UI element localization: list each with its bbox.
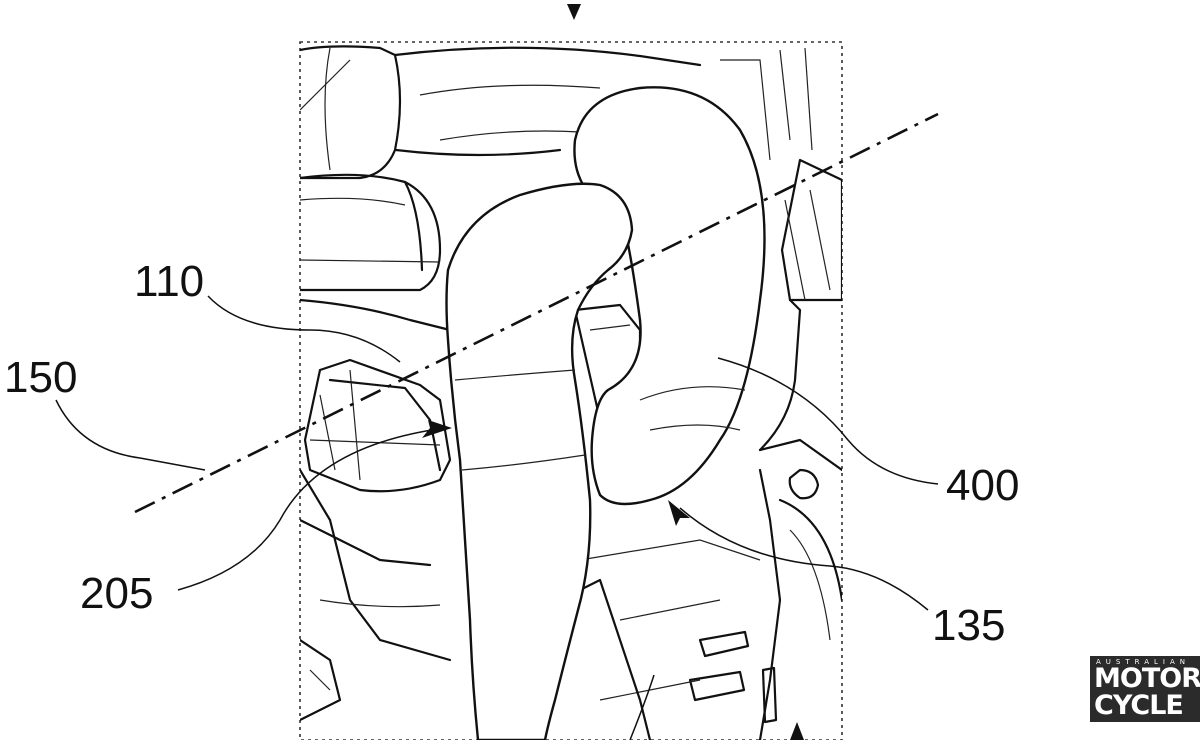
label-400: 400 xyxy=(946,461,1019,510)
axis-150-line xyxy=(134,112,939,514)
leader-bottom xyxy=(629,674,655,740)
label-135: 135 xyxy=(932,601,1005,650)
leader-110 xyxy=(207,295,401,363)
leader-150 xyxy=(55,399,206,471)
leader-135 xyxy=(679,507,929,611)
view-arrow-bottom-icon xyxy=(790,722,804,740)
label-205: 205 xyxy=(80,569,153,618)
leader-400 xyxy=(717,357,939,485)
leader-205 xyxy=(177,427,446,591)
arrow-135-icon xyxy=(668,500,690,526)
detail-frame xyxy=(299,41,843,740)
watermark-country: AUSTRALIAN xyxy=(1096,658,1190,666)
pad-400-shape xyxy=(573,86,766,506)
watermark-word1: MOTOR xyxy=(1094,663,1200,694)
watermark-logo: AUSTRALIAN MOTOR CYCLE xyxy=(1090,656,1200,722)
label-110: 110 xyxy=(134,257,204,306)
watermark-word2: CYCLE xyxy=(1094,690,1184,721)
label-150: 150 xyxy=(4,353,77,402)
view-arrow-top-icon xyxy=(567,4,581,20)
